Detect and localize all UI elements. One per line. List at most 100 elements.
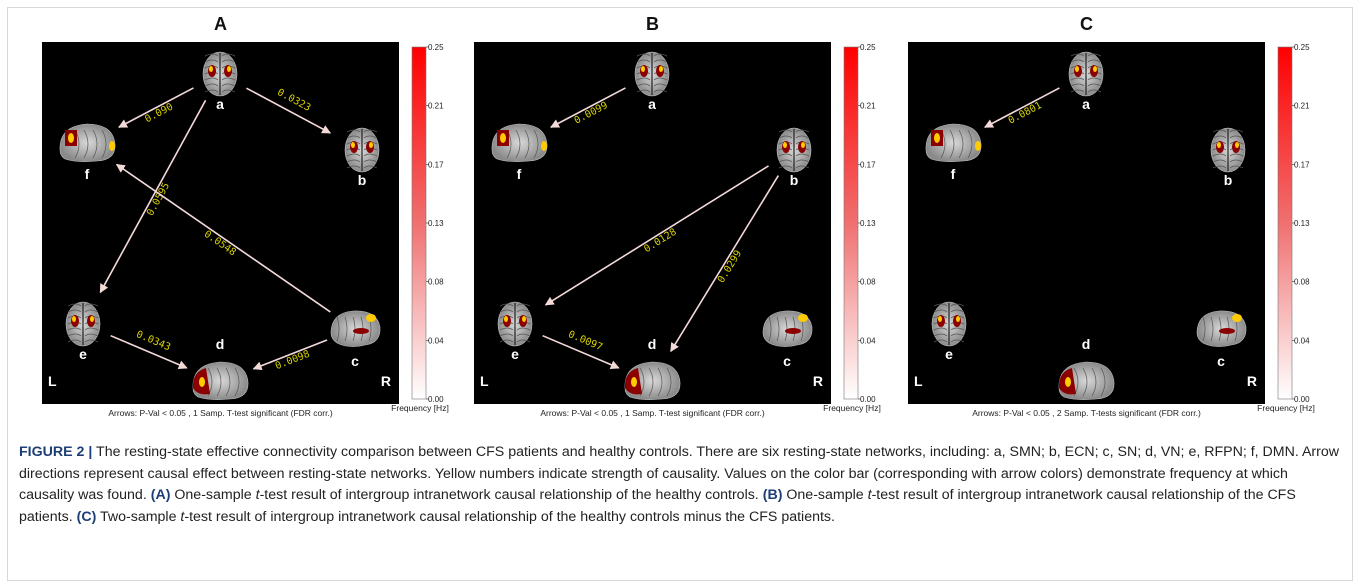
- node-label-a: a: [1082, 96, 1090, 112]
- colorbar-tick-label: 0.08: [1294, 278, 1310, 287]
- caption-intro: The resting-state effective connectivity…: [19, 444, 1340, 503]
- left-hemisphere-label: L: [480, 373, 489, 389]
- edge-a-f: [984, 87, 1060, 128]
- edge-c-f: [115, 163, 331, 313]
- node-label-a: a: [216, 96, 224, 112]
- figure-caption: FIGURE 2 | The resting-state effective c…: [19, 442, 1345, 528]
- colorbar-label: Frequency [Hz]: [823, 403, 881, 413]
- node-label-a: a: [648, 96, 656, 112]
- panel-footnote: Arrows: P-Val < 0.05 , 1 Samp. T-test si…: [108, 408, 332, 418]
- colorbar-tick-label: 0.17: [1294, 160, 1310, 169]
- colorbar-tick-label: 0.13: [428, 219, 444, 228]
- colorbar-tick-label: 0.25: [428, 43, 444, 52]
- colorbar-label: Frequency [Hz]: [391, 403, 449, 413]
- colorbar-tick-label: 0.08: [860, 278, 876, 287]
- colorbar-tick-label: 0.08: [428, 278, 444, 287]
- caption-c-label: (C): [76, 508, 97, 525]
- edge-b-d: [670, 175, 780, 353]
- brain-map-f: [925, 123, 982, 162]
- edge-e-d: [110, 334, 188, 369]
- left-hemisphere-label: L: [914, 373, 923, 389]
- node-label-c: c: [351, 353, 359, 369]
- colorbar-tick-label: 0.00: [1294, 395, 1310, 404]
- edge-a-e: [99, 99, 207, 294]
- brain-map-a: [202, 51, 238, 97]
- colorbar-tick-label: 0.00: [860, 395, 876, 404]
- node-label-f: f: [517, 166, 522, 182]
- colorbar-tick-label: 0.21: [428, 102, 444, 111]
- caption-c-t: t: [180, 508, 185, 525]
- brain-map-c: [762, 310, 813, 347]
- caption-a-t: t: [255, 487, 260, 503]
- left-hemisphere-label: L: [48, 373, 57, 389]
- colorbar-tick-label: 0.21: [1294, 102, 1310, 111]
- colorbar-tick-label: 0.25: [1294, 43, 1310, 52]
- caption-c-pre: Two-sample: [99, 508, 177, 525]
- brain-map-f: [491, 123, 548, 162]
- node-label-e: e: [79, 346, 87, 362]
- caption-b-t: t: [867, 487, 872, 503]
- node-label-d: d: [1082, 336, 1091, 352]
- colorbar-tick-label: 0.21: [860, 102, 876, 111]
- colorbar: [411, 46, 427, 400]
- colorbar: [1277, 46, 1293, 400]
- colorbar-tick-label: 0.13: [860, 219, 876, 228]
- node-label-b: b: [790, 172, 799, 188]
- edge-a-f: [118, 87, 194, 128]
- node-label-b: b: [358, 172, 367, 188]
- brain-map-d: [624, 361, 681, 400]
- brain-map-b: [1210, 127, 1246, 173]
- caption-b-label: (B): [762, 487, 783, 503]
- brain-map-e: [497, 301, 533, 347]
- panel-footnote: Arrows: P-Val < 0.05 , 2 Samp. T-tests s…: [972, 408, 1201, 418]
- colorbar-tick-label: 0.00: [428, 395, 444, 404]
- brain-map-b: [776, 127, 812, 173]
- brain-map-e: [65, 301, 101, 347]
- caption-a-label: (A): [150, 487, 171, 503]
- node-label-f: f: [951, 166, 956, 182]
- caption-b-text: -test result of intergroup intranetwork …: [19, 487, 1296, 525]
- brain-map-f: [59, 123, 116, 162]
- node-label-c: c: [783, 353, 791, 369]
- panel-footnote: Arrows: P-Val < 0.05 , 1 Samp. T-test si…: [540, 408, 764, 418]
- caption-c-text: -test result of intergroup intranetwork …: [184, 508, 835, 525]
- edge-c-d: [252, 339, 328, 371]
- node-label-d: d: [648, 336, 657, 352]
- brain-map-e: [931, 301, 967, 347]
- panel-title: C: [1080, 14, 1093, 34]
- node-label-e: e: [511, 346, 519, 362]
- brain-map-b: [344, 127, 380, 173]
- brain-map-d: [1058, 361, 1115, 400]
- brain-map-c: [1196, 310, 1247, 347]
- brain-map-a: [634, 51, 670, 97]
- colorbar-tick-label: 0.25: [860, 43, 876, 52]
- edge-a-f: [550, 87, 626, 128]
- right-hemisphere-label: R: [813, 373, 823, 389]
- caption-a-pre: One-sample: [174, 487, 252, 503]
- panel-title: B: [646, 14, 659, 34]
- brain-map-c: [330, 310, 381, 347]
- edge-b-e: [544, 165, 769, 306]
- colorbar: [843, 46, 859, 400]
- colorbar-tick-label: 0.04: [428, 336, 444, 345]
- colorbar-tick-label: 0.17: [428, 160, 444, 169]
- colorbar-tick-label: 0.04: [1294, 336, 1310, 345]
- colorbar-tick-label: 0.13: [1294, 219, 1310, 228]
- colorbar-label: Frequency [Hz]: [1257, 403, 1315, 413]
- caption-label: FIGURE 2 |: [19, 444, 93, 460]
- node-label-f: f: [85, 166, 90, 182]
- node-label-c: c: [1217, 353, 1225, 369]
- colorbar-tick-label: 0.04: [860, 336, 876, 345]
- node-label-e: e: [945, 346, 953, 362]
- caption-b-pre: One-sample: [786, 487, 864, 503]
- panel-title: A: [214, 14, 227, 34]
- brain-map-d: [192, 361, 249, 400]
- edge-a-b: [246, 87, 332, 134]
- right-hemisphere-label: R: [1247, 373, 1257, 389]
- brain-map-a: [1068, 51, 1104, 97]
- right-hemisphere-label: R: [381, 373, 391, 389]
